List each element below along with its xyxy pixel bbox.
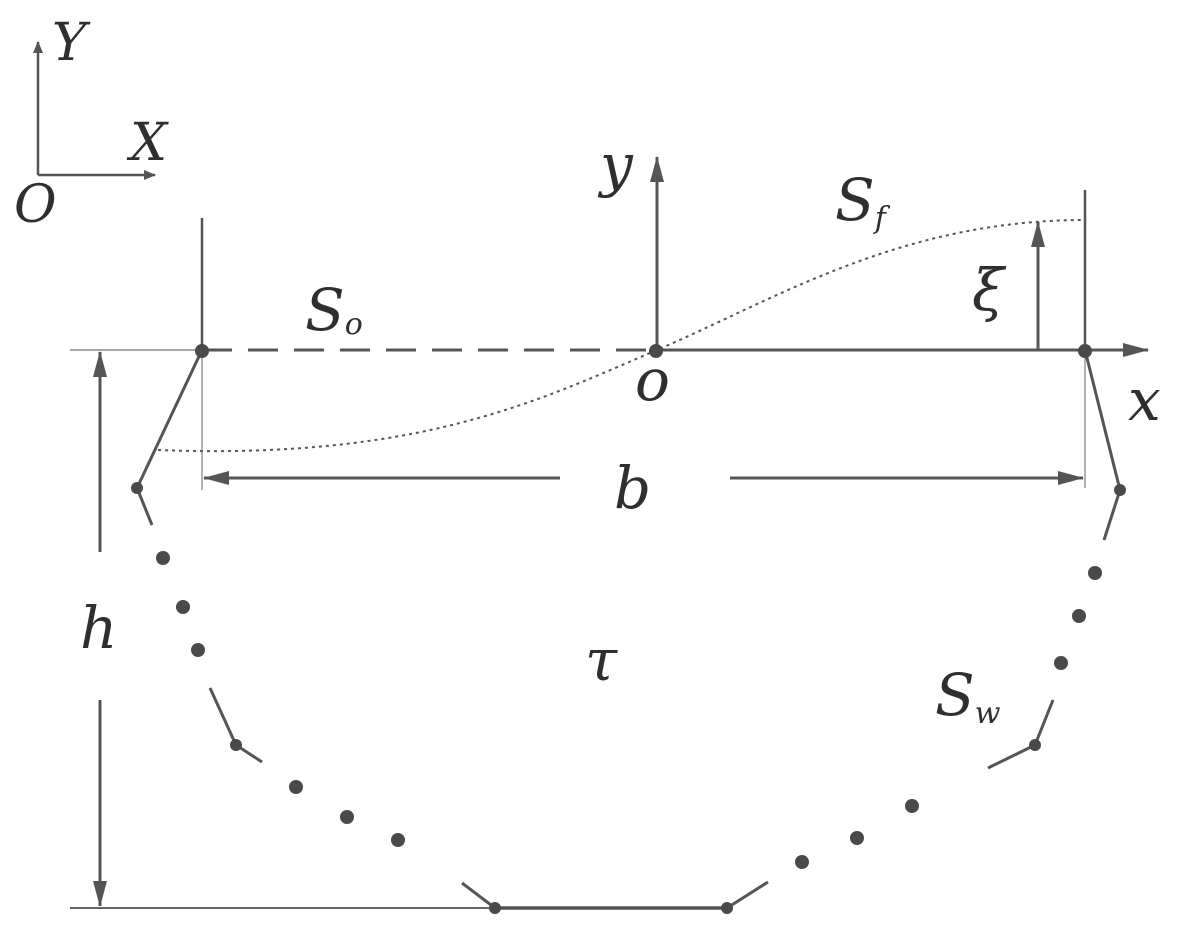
node — [1029, 739, 1041, 751]
wall-surface-main: S — [935, 661, 975, 729]
fluid-domain-label: τ — [585, 626, 618, 694]
node — [131, 482, 143, 494]
node — [649, 344, 663, 358]
free-surface-curve — [157, 219, 1086, 453]
height-label: h — [80, 594, 117, 662]
left-boundary-upper — [135, 349, 204, 526]
boundary-nodes — [131, 344, 1126, 914]
reference-lines — [70, 349, 1086, 909]
right-boundary-lower-b — [1033, 699, 1055, 746]
free-surface-label: Sf — [835, 166, 891, 236]
node — [1114, 484, 1126, 496]
ellipsis-dot — [850, 831, 864, 845]
height-dimension: h — [80, 351, 117, 907]
right-boundary-lower-a — [987, 743, 1036, 770]
ellipsis-dot — [1088, 566, 1102, 580]
ellipsis-dot — [156, 551, 170, 565]
still-surface-label: So — [305, 276, 363, 344]
ellipsis-dot — [289, 780, 303, 794]
node — [1078, 344, 1092, 358]
left-boundary-lower-a — [208, 687, 238, 746]
bottom-boundary-right-slope — [726, 880, 769, 910]
ellipsis-dot — [191, 643, 205, 657]
ellipsis-dot — [340, 810, 354, 824]
global-origin-label: O — [14, 175, 57, 235]
breadth-label: b — [614, 454, 651, 522]
wall-surface-label: Sw — [935, 661, 1001, 731]
global-y-label: Y — [52, 13, 91, 73]
right-boundary-upper — [1083, 349, 1122, 541]
global-axes: Y X O — [14, 13, 169, 235]
tank-top-walls — [200, 190, 1087, 350]
ellipsis-dot — [176, 600, 190, 614]
ellipsis-dot — [1072, 609, 1086, 623]
free-surface-main: S — [835, 166, 875, 234]
still-surface-main: S — [305, 276, 345, 344]
wall-surface-sub: w — [975, 696, 1001, 731]
ellipsis-dot — [1054, 656, 1068, 670]
local-origin-label: o — [635, 346, 670, 414]
local-y-label: y — [597, 131, 634, 199]
global-x-label: X — [126, 113, 169, 173]
node — [489, 902, 501, 914]
still-surface-sub: o — [345, 307, 363, 342]
local-x-label: x — [1128, 366, 1161, 434]
node — [195, 344, 209, 358]
node — [721, 902, 733, 914]
breadth-dimension: b — [203, 454, 1084, 522]
free-surface-sub: f — [873, 201, 891, 236]
bottom-boundary-left-slope — [461, 881, 496, 910]
ellipsis-dot — [795, 855, 809, 869]
node — [230, 739, 242, 751]
boundary-ellipsis-dots — [156, 551, 1102, 869]
tank-boundary — [135, 349, 1122, 910]
elevation-label: ξ — [972, 256, 1007, 324]
local-axes: y x o — [597, 131, 1161, 434]
ellipsis-dot — [905, 799, 919, 813]
ellipsis-dot — [391, 833, 405, 847]
